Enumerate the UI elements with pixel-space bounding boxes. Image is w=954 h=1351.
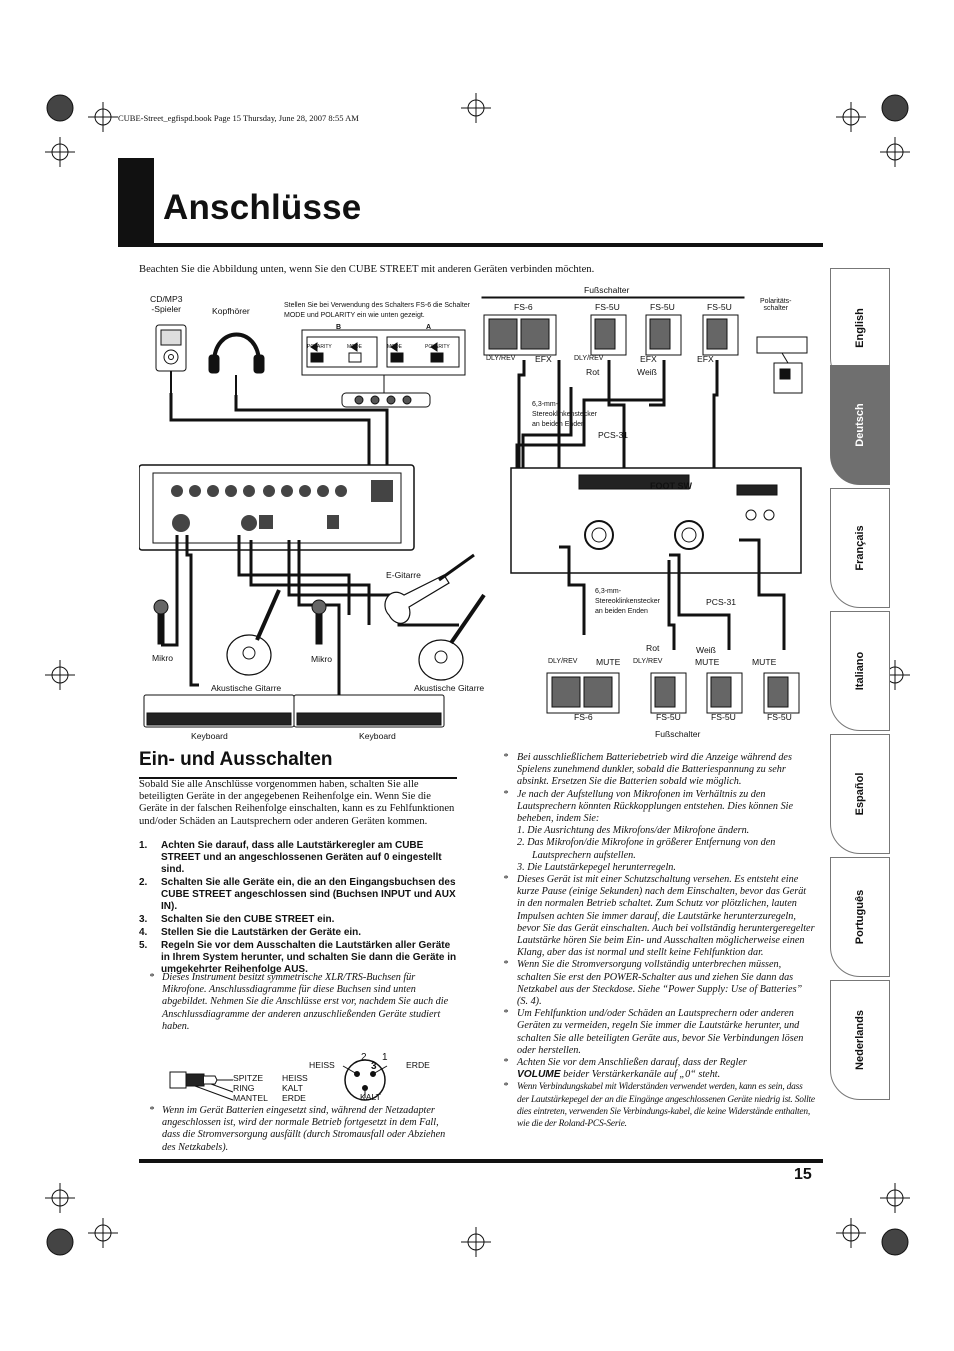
xlr-heiss: HEISS: [309, 1060, 335, 1070]
trs-erde: ERDE: [282, 1093, 306, 1103]
label-plug-bottom: 6,3-mm- Stereoklinkenstecker an beiden E…: [595, 588, 660, 615]
tab-deutsch[interactable]: Deutsch: [830, 365, 890, 485]
label-mode-b: MODE: [347, 344, 362, 350]
note-subitem: 1. Die Ausrichtung des Mikrofons/der Mik…: [517, 825, 750, 837]
label-fussschalter-top: Fußschalter: [584, 285, 630, 295]
label-dlyrev-bottom-1: DLY/REV: [548, 658, 578, 665]
trs-xlr-diagram: [169, 1059, 388, 1101]
label-mute-1: MUTE: [596, 657, 621, 667]
note-item: * Um Fehlfunktion und/oder Schäden an La…: [503, 1008, 804, 1056]
step-item: 3.Schalten Sie den CUBE STREET ein.: [139, 914, 335, 925]
label-fs6-bottom: FS-6: [574, 712, 593, 722]
tab-francais[interactable]: Français: [830, 488, 890, 608]
title-rule: [118, 243, 823, 247]
label-b: B: [336, 324, 342, 331]
label-mikro-1: Mikro: [152, 653, 174, 663]
note-item: * Wenn Verbindungskabel mit Widerständen…: [503, 1081, 815, 1130]
note-item: * Achten Sie vor dem Anschließen darauf,…: [503, 1057, 747, 1081]
label-efx-top-1: EFX: [535, 354, 552, 364]
right-notes: * Bei ausschließlichem Batteriebetrieb w…: [503, 752, 815, 1130]
note-item: * Bei ausschließlichem Batteriebetrieb w…: [503, 752, 792, 788]
label-weiss-bottom: Weiß: [696, 645, 716, 655]
steps-list: 1.Achten Sie darauf, dass alle Lautstärk…: [139, 840, 459, 976]
xlr-pin-3: 3: [371, 1061, 377, 1072]
label-pcs31-bottom: PCS-31: [706, 597, 737, 607]
label-fs6-note: Stellen Sie bei Verwendung des Schalters…: [284, 302, 470, 319]
label-rot-bottom: Rot: [646, 643, 660, 653]
label-fs6-top: FS-6: [514, 302, 533, 312]
note-xlr: * Dieses Instrument besitzt symmetrische…: [149, 972, 449, 1032]
note-battery: * Wenn im Gerät Batterien eingesetzt sin…: [149, 1105, 446, 1153]
label-fs5u-top-3: FS-5U: [707, 302, 732, 312]
label-fs5u-top-1: FS-5U: [595, 302, 620, 312]
label-rot-top: Rot: [586, 367, 600, 377]
bottom-rule: [139, 1159, 823, 1163]
label-a: A: [426, 324, 432, 331]
label-polaritaets: Polaritäts- schalter: [760, 298, 792, 312]
label-weiss-top: Weiß: [637, 367, 657, 377]
trs-ring: RING: [233, 1083, 255, 1093]
label-plug-top: 6,3-mm- Stereoklinkenstecker an beiden E…: [532, 401, 597, 428]
label-fs5u-bottom-2: FS-5U: [711, 712, 736, 722]
note-item: * Je nach der Aufstellung von Mikrofonen…: [503, 788, 794, 825]
xlr-erde: ERDE: [406, 1060, 430, 1070]
note-subitem: 3. Die Lautstärkepegel herunterregeln.: [517, 861, 676, 873]
label-akustische-2: Akustische Gitarre: [414, 683, 485, 693]
trs-mantel: MANTEL: [233, 1093, 268, 1103]
step-item: 4.Stellen Sie die Lautstärken der Geräte…: [139, 927, 362, 938]
label-pcs31-top: PCS-31: [598, 430, 629, 440]
intro-text: Beachten Sie die Abbildung unten, wenn S…: [139, 264, 595, 275]
label-foot-sw: FOOT SW: [650, 481, 692, 491]
title-bar-block: [118, 158, 154, 246]
section-rule: [139, 777, 457, 779]
label-fussschalter-bottom: Fußschalter: [655, 729, 701, 739]
trs-heiss: HEISS: [282, 1073, 308, 1083]
label-fs5u-bottom-3: FS-5U: [767, 712, 792, 722]
label-headphones: Kopfhörer: [212, 306, 250, 316]
label-dlyrev-top-1: DLY/REV: [486, 355, 516, 362]
note-subitem: 2. Das Mikrofon/die Mikrofone in größere…: [517, 837, 776, 861]
label-dlyrev-bottom-2: DLY/REV: [633, 658, 663, 665]
trs-kalt: KALT: [282, 1083, 303, 1093]
label-akustische-1: Akustische Gitarre: [211, 683, 282, 693]
label-mikro-2: Mikro: [311, 654, 333, 664]
label-e-gitarre: E-Gitarre: [386, 570, 421, 580]
xlr-pin-2: 2: [361, 1052, 367, 1063]
section-paragraph: Sobald Sie alle Anschlüsse vorgenommen h…: [139, 779, 455, 827]
step-item: 2.Schalten Sie alle Geräte ein, die an d…: [139, 877, 456, 912]
xlr-kalt: KALT: [360, 1092, 381, 1102]
label-dlyrev-top-2: DLY/REV: [574, 355, 604, 362]
label-fs5u-top-2: FS-5U: [650, 302, 675, 312]
tab-italiano[interactable]: Italiano: [830, 611, 890, 731]
trs-spitze: SPITZE: [233, 1073, 264, 1083]
page-number: 15: [794, 1166, 812, 1183]
xlr-pin-1: 1: [382, 1052, 388, 1063]
tab-nederlands[interactable]: Nederlands: [830, 980, 890, 1100]
label-fs5u-bottom-1: FS-5U: [656, 712, 681, 722]
label-cd-player: CD/MP3 -Spieler: [150, 294, 183, 314]
tab-portugues[interactable]: Português: [830, 857, 890, 977]
label-polarity-a: POLARITY: [425, 344, 450, 350]
label-efx-top-3: EFX: [697, 354, 714, 364]
note-item: * Dieses Gerät ist mit einer Schutzschal…: [503, 874, 815, 959]
label-polarity-b: POLARITY: [307, 344, 332, 350]
page-title: Anschlüsse: [163, 188, 362, 227]
tab-espanol[interactable]: Español: [830, 734, 890, 854]
label-keyboard-1: Keyboard: [191, 731, 228, 741]
label-mode-a: MODE: [387, 344, 402, 350]
label-keyboard-2: Keyboard: [359, 731, 396, 741]
step-item: 1.Achten Sie darauf, dass alle Lautstärk…: [139, 840, 442, 875]
print-header: CUBE-Street_egfispd.book Page 15 Thursda…: [118, 113, 359, 123]
section-title: Ein- und Ausschalten: [139, 749, 333, 770]
note-item: * Wenn Sie die Stromversorgung vollständ…: [503, 959, 803, 1008]
label-mute-3: MUTE: [752, 657, 777, 667]
connection-diagram: [139, 296, 808, 728]
step-item: 5.Regeln Sie vor dem Ausschalten die Lau…: [139, 940, 457, 975]
label-mute-2: MUTE: [695, 657, 720, 667]
label-efx-top-2: EFX: [640, 354, 657, 364]
